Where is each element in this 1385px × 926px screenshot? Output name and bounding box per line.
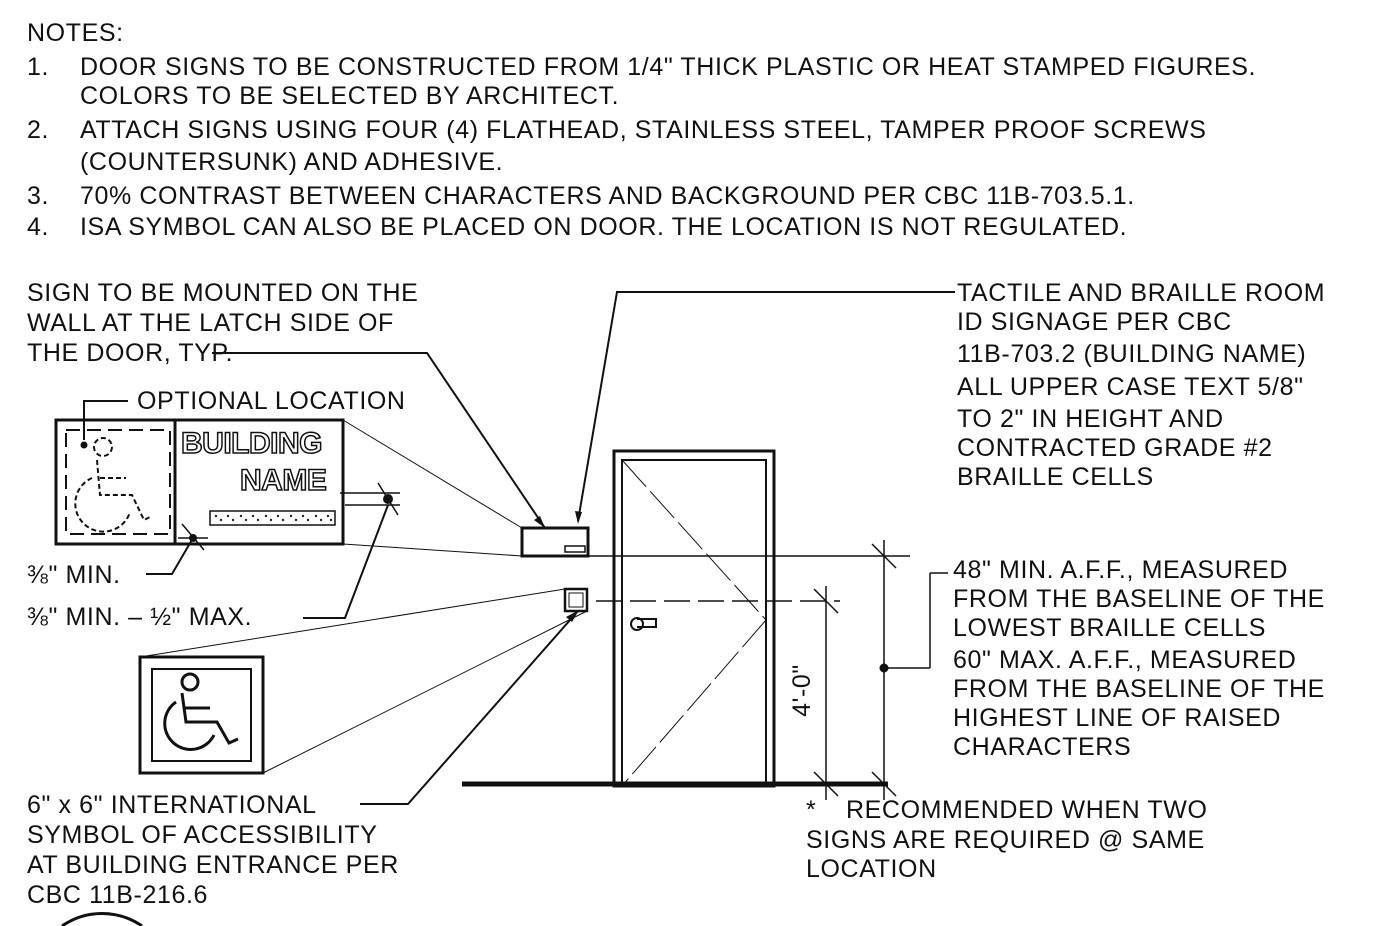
notes-heading: NOTES: <box>27 19 124 47</box>
callout-line: RECOMMENDED WHEN TWO <box>846 796 1208 824</box>
callout-line: LOCATION <box>806 855 937 883</box>
callout-line: SIGN TO BE MOUNTED ON THE <box>27 279 419 307</box>
callout-line: FROM THE BASELINE OF THE <box>953 675 1325 703</box>
wheelchair-icon <box>163 672 239 751</box>
callout-line: LOWEST BRAILLE CELLS <box>953 614 1267 642</box>
leader-min <box>146 537 194 575</box>
arrowhead <box>534 516 545 528</box>
note-2: 2. ATTACH SIGNS USING FOUR (4) FLATHEAD, … <box>27 116 1207 145</box>
callout-line: CBC 11B-216.6 <box>27 881 209 909</box>
note-number: 4. <box>27 213 50 241</box>
braille-dots <box>214 514 333 522</box>
callout-line: 11B-703.2 (BUILDING NAME) <box>957 340 1307 368</box>
note-number: 3. <box>27 182 50 210</box>
leader-dot <box>80 441 88 449</box>
sign-building-text: BUILDING <box>180 427 323 461</box>
wall-sign-small <box>520 526 590 558</box>
leader-tactile <box>577 291 955 522</box>
note-text: 70% CONTRAST BETWEEN CHARACTERS AND BACK… <box>80 182 1135 210</box>
note-text: DOOR SIGNS TO BE CONSTRUCTED FROM 1/4" T… <box>80 53 1257 81</box>
callout-line: WALL AT THE LATCH SIDE OF <box>27 309 394 337</box>
callout-line: CHARACTERS <box>953 733 1132 761</box>
callout-line: BRAILLE CELLS <box>957 463 1154 491</box>
asterisk: * <box>806 796 817 824</box>
leader-isa-entrance <box>360 610 579 805</box>
sign-name-text: NAME <box>239 464 327 498</box>
callout-line: HIGHEST LINE OF RAISED <box>953 704 1282 732</box>
detail-callout-circle <box>61 912 143 926</box>
callout-line: SIGNS ARE REQUIRED @ SAME <box>806 826 1205 854</box>
callout-line: TACTILE AND BRAILLE ROOM <box>957 279 1326 307</box>
note-number: 1. <box>27 53 50 81</box>
dimension-aff <box>871 540 948 800</box>
dimension-4ft <box>813 586 839 800</box>
note-1: 1. DOOR SIGNS TO BE CONSTRUCTED FROM 1/4"… <box>27 53 1256 82</box>
callout-line: AT BUILDING ENTRANCE PER <box>27 851 399 879</box>
isa-enlarged <box>138 655 265 775</box>
callout-line: TO 2" IN HEIGHT AND <box>957 405 1224 433</box>
callout-line: THE DOOR, TYP. <box>27 339 234 367</box>
callout-optional-location: OPTIONAL LOCATION <box>137 387 406 415</box>
leader-min-max <box>303 504 389 619</box>
note-number: 2. <box>27 116 50 144</box>
note-1-cont: COLORS TO BE SELECTED BY ARCHITECT. <box>80 82 620 110</box>
note-2-cont: (COUNTERSUNK) AND ADHESIVE. <box>80 148 504 176</box>
callout-line: 48" MIN. A.F.F., MEASURED <box>953 556 1289 584</box>
dimension-4ft-label: 4'-0" <box>787 664 816 717</box>
note-text: ISA SYMBOL CAN ALSO BE PLACED ON DOOR. T… <box>80 213 1128 241</box>
callout-line: SYMBOL OF ACCESSIBILITY <box>27 821 378 849</box>
callout-line: 60" MAX. A.F.F., MEASURED <box>953 646 1297 674</box>
arrowhead <box>566 610 579 622</box>
callout-min: ⅜" MIN. <box>27 561 121 589</box>
braille-cells <box>209 510 336 526</box>
wheelchair-dashed-icon <box>74 437 153 533</box>
callout-line: CONTRACTED GRADE #2 <box>957 434 1273 462</box>
callout-min-max: ⅜" MIN. – ½" MAX. <box>27 603 253 631</box>
callout-line: FROM THE BASELINE OF THE <box>953 585 1325 613</box>
callout-line: ID SIGNAGE PER CBC <box>957 308 1232 336</box>
note-text: ATTACH SIGNS USING FOUR (4) FLATHEAD, ST… <box>80 116 1207 144</box>
door <box>612 449 776 788</box>
leader-optional-location <box>83 400 128 440</box>
wall-isa-small <box>563 587 589 613</box>
arrowhead <box>575 511 582 524</box>
optional-location-dashed <box>65 429 171 535</box>
note-4: 4. ISA SYMBOL CAN ALSO BE PLACED ON DOOR.… <box>27 213 1127 242</box>
leader-sign-mount <box>212 352 546 529</box>
callout-line: ALL UPPER CASE TEXT 5/8" <box>957 373 1304 401</box>
callout-line: 6" x 6" INTERNATIONAL <box>27 791 317 819</box>
note-3: 3. 70% CONTRAST BETWEEN CHARACTERS AND BA… <box>27 182 1135 211</box>
